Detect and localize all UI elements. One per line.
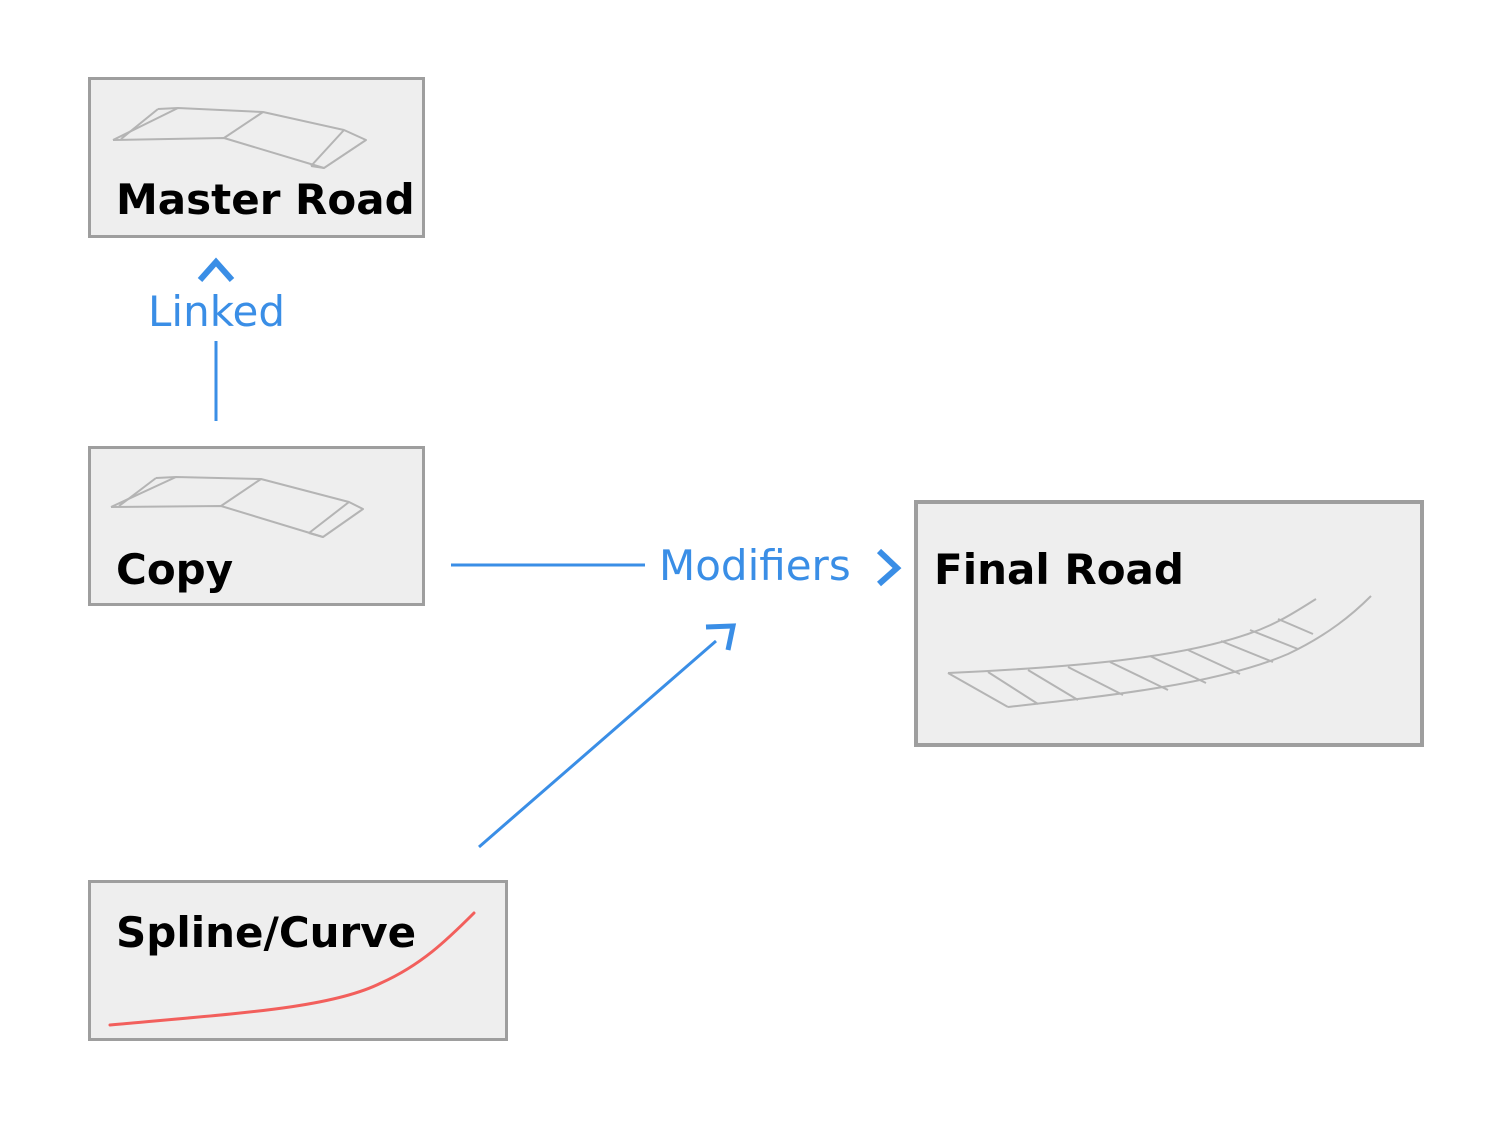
final-road-node: Final Road [914, 500, 1424, 747]
spline-curve-node: Spline/Curve [88, 880, 508, 1041]
spline-to-modifiers-line [478, 639, 717, 849]
master-road-title: Master Road [116, 175, 415, 224]
road-segment-sketch-icon [112, 107, 367, 169]
spline-curve-title: Spline/Curve [116, 908, 417, 957]
road-segment-sketch-icon [110, 476, 364, 538]
linked-arrowhead-icon [197, 257, 235, 282]
curved-road-sketch-icon [947, 595, 1372, 708]
copy-node: Copy [88, 446, 425, 606]
master-road-node: Master Road [88, 77, 425, 238]
spline-edge-arrowhead-icon [705, 623, 737, 651]
copy-title: Copy [116, 545, 234, 594]
modifiers-edge-label: Modifiers [659, 541, 851, 590]
spline-curve-icon [108, 911, 476, 1027]
final-road-title: Final Road [934, 545, 1184, 594]
linked-edge-label: Linked [148, 287, 286, 336]
modifiers-arrowhead-icon [876, 548, 902, 587]
